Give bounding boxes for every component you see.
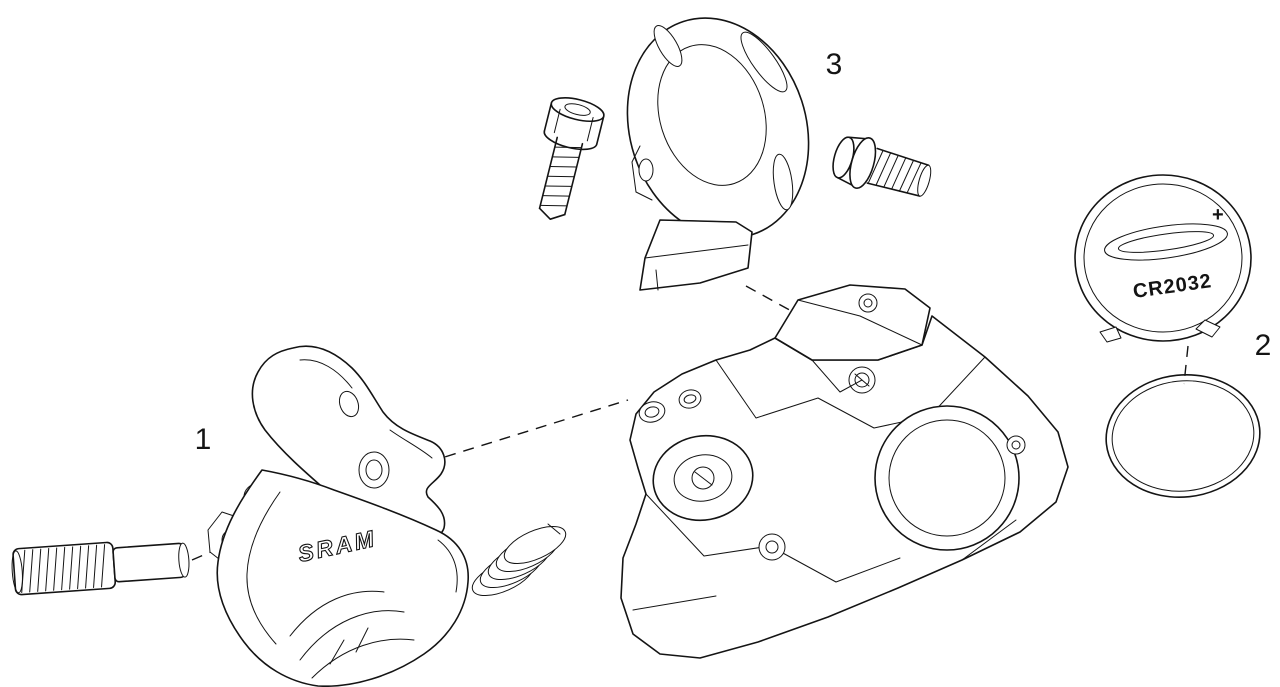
clamp-bolt-left: [538, 97, 605, 220]
shift-lever: SRAM: [207, 345, 469, 687]
pivot-pin: [11, 541, 190, 596]
return-spring: [471, 523, 567, 597]
callout-label-2: 2: [1255, 329, 1272, 362]
callout-label-1: 1: [195, 423, 212, 456]
battery-polarity: +: [1212, 204, 1225, 226]
battery-cr2032: + CR2032: [1074, 174, 1252, 343]
shifter-body: [620, 284, 1069, 659]
handlebar-clamp: [626, 17, 810, 291]
callout-label-3: 3: [826, 48, 843, 81]
battery-seal-oring: [1105, 374, 1261, 498]
clamp-bolt-right: [832, 136, 932, 197]
